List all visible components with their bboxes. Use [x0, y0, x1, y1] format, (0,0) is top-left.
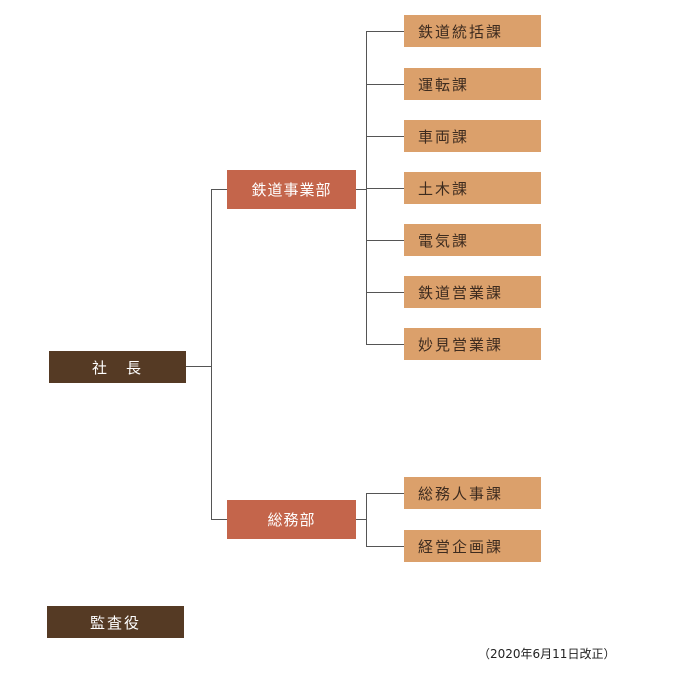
department-general-affairs-box: 総務部 — [227, 500, 356, 539]
connector-general-out — [356, 519, 367, 520]
connector-president — [186, 366, 212, 367]
connector-dept-1 — [211, 189, 227, 190]
section-box: 経営企画課 — [404, 530, 541, 562]
president-box: 社 長 — [49, 351, 186, 383]
connector-railway-trunk — [366, 31, 367, 344]
section-label: 経営企画課 — [418, 537, 504, 556]
department-general-affairs-label: 総務部 — [267, 511, 316, 529]
connector-dept-2 — [211, 519, 227, 520]
connector-section — [366, 546, 404, 547]
section-box: 車両課 — [404, 120, 541, 152]
connector-section — [366, 84, 404, 85]
connector-section — [366, 240, 404, 241]
section-label: 電気課 — [418, 231, 470, 250]
section-label: 総務人事課 — [418, 484, 504, 503]
connector-section — [366, 136, 404, 137]
auditor-label: 監査役 — [89, 613, 141, 632]
section-box: 運転課 — [404, 68, 541, 100]
department-railway-box: 鉄道事業部 — [227, 170, 356, 209]
section-label: 鉄道統括課 — [418, 22, 504, 41]
section-box: 鉄道統括課 — [404, 15, 541, 47]
section-label: 車両課 — [418, 127, 470, 146]
section-box: 電気課 — [404, 224, 541, 256]
president-label: 社 長 — [91, 358, 143, 377]
connector-general-trunk — [366, 493, 367, 547]
connector-president-trunk — [211, 189, 212, 520]
section-box: 総務人事課 — [404, 477, 541, 509]
connector-railway-out — [356, 189, 367, 190]
connector-section — [366, 344, 404, 345]
revision-date-note: （2020年6月11日改正） — [478, 647, 616, 661]
connector-section — [366, 31, 404, 32]
section-label: 鉄道営業課 — [418, 283, 504, 302]
connector-section — [366, 188, 404, 189]
section-label: 土木課 — [418, 179, 470, 198]
department-railway-label: 鉄道事業部 — [251, 181, 332, 199]
section-box: 土木課 — [404, 172, 541, 204]
section-box: 妙見営業課 — [404, 328, 541, 360]
section-label: 運転課 — [418, 75, 470, 94]
connector-section — [366, 292, 404, 293]
connector-section — [366, 493, 404, 494]
section-box: 鉄道営業課 — [404, 276, 541, 308]
auditor-box: 監査役 — [47, 606, 184, 638]
section-label: 妙見営業課 — [418, 335, 504, 354]
